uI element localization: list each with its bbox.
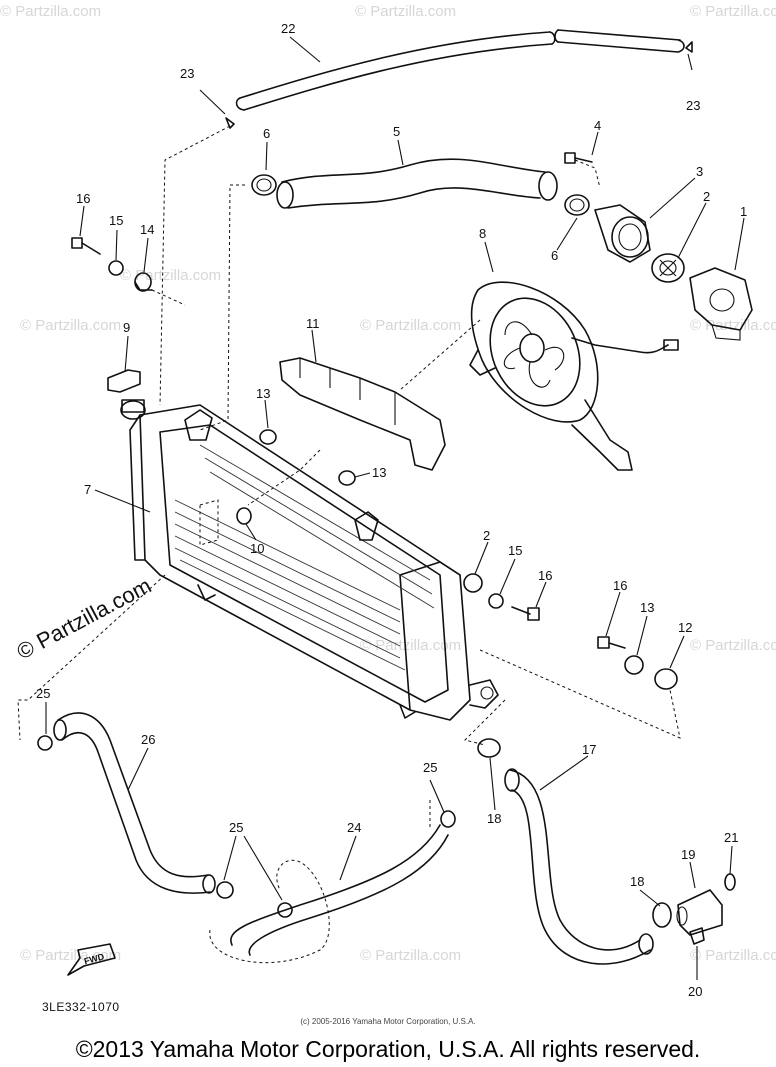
callout-4: 4 [594,118,601,133]
callout-13: 13 [256,386,270,401]
callout-19: 19 [681,847,695,862]
grommet-12 [654,668,678,690]
callout-25: 25 [36,686,50,701]
callout-13: 13 [640,600,654,615]
damper-10 [236,507,252,525]
watermark: © Partzilla.com [690,3,776,20]
bolt-4 [564,152,593,164]
upper-hose-5 [276,158,558,209]
callouts: 22 23 23 6 5 4 3 2 1 8 6 16 15 14 9 11 1… [36,21,747,999]
small-copyright: (c) 2005-2016 Yamaha Motor Corporation, … [300,1017,476,1026]
callout-5: 5 [393,124,400,139]
callout-16: 16 [538,568,552,583]
clip-23 [225,41,693,129]
callout-16: 16 [613,578,627,593]
fitting-19 [676,889,723,936]
callout-26: 26 [141,732,155,747]
watermark: © Partzilla.com [690,637,776,654]
bolt-20 [689,927,705,945]
washer-15-lower [488,593,504,609]
hose-clamp-6 [251,174,590,216]
callout-15: 15 [109,213,123,228]
radiator-fins [174,444,435,671]
thermostat-housing-1 [689,267,753,341]
callout-6: 6 [551,248,558,263]
hose-clamp-25 [37,735,456,918]
hose-26 [53,712,216,894]
washer-15 [108,260,124,276]
callout-9: 9 [123,320,130,335]
callout-10: 10 [250,541,264,556]
watermark: © Partzilla.com [0,3,101,20]
hose-clamp-18 [477,738,672,928]
callout-13: 13 [372,465,386,480]
fwd-arrow: FWD [67,943,116,976]
lower-hose-17 [504,768,654,965]
leader-lines [17,36,745,980]
callout-16: 16 [76,191,90,206]
watermark: © Partzilla.com [690,317,776,334]
thermostat-2 [651,253,685,283]
o-ring-21 [724,873,736,891]
watermark: © Partzilla.com [360,947,461,964]
callout-22: 22 [281,21,295,36]
watermark: © Partzilla.com [120,267,221,284]
callout-6: 6 [263,126,270,141]
bolt-16 [71,237,101,255]
callout-11: 11 [306,316,320,331]
radiator-cover-11 [279,357,446,471]
radiator-cap-9 [107,369,141,393]
callout-12: 12 [678,620,692,635]
callout-18: 18 [487,811,501,826]
watermark: © Partzilla.com [20,947,121,964]
callout-14: 14 [140,222,154,237]
collar-14 [134,272,153,292]
callout-20: 20 [688,984,702,999]
thermostat-cover-3 [594,204,651,263]
grommet-2-lower [463,573,483,593]
callout-18: 18 [630,874,644,889]
callout-23: 23 [180,66,194,81]
hose-24 [209,824,449,964]
callout-2: 2 [483,528,490,543]
callout-7: 7 [84,482,91,497]
collar-13 [259,429,644,675]
diagram-code: 3LE332-1070 [42,1000,120,1014]
callout-3: 3 [696,164,703,179]
bolt-16-lower [511,606,626,649]
callout-25: 25 [423,760,437,775]
watermark: © Partzilla.com [20,317,121,334]
watermark: © Partzilla.com [360,637,461,654]
watermark: © Partzilla.com [360,317,461,334]
callout-17: 17 [582,742,596,757]
callout-8: 8 [479,226,486,241]
watermark-diagonal: © Partzilla.com [13,573,156,665]
fan-assembly-8 [469,281,679,471]
callout-25: 25 [229,820,243,835]
callout-15: 15 [508,543,522,558]
callout-23: 23 [686,98,700,113]
callout-2: 2 [703,189,710,204]
footer-copyright: ©2013 Yamaha Motor Corporation, U.S.A. A… [75,1036,701,1062]
overflow-hose-22 [235,29,685,111]
watermark: © Partzilla.com [355,3,456,20]
callout-24: 24 [347,820,361,835]
callout-21: 21 [724,830,738,845]
watermark: © Partzilla.com [690,947,776,964]
watermarks: © Partzilla.com © Partzilla.com © Partzi… [0,3,776,964]
radiator-7 [120,399,499,721]
callout-1: 1 [740,204,747,219]
